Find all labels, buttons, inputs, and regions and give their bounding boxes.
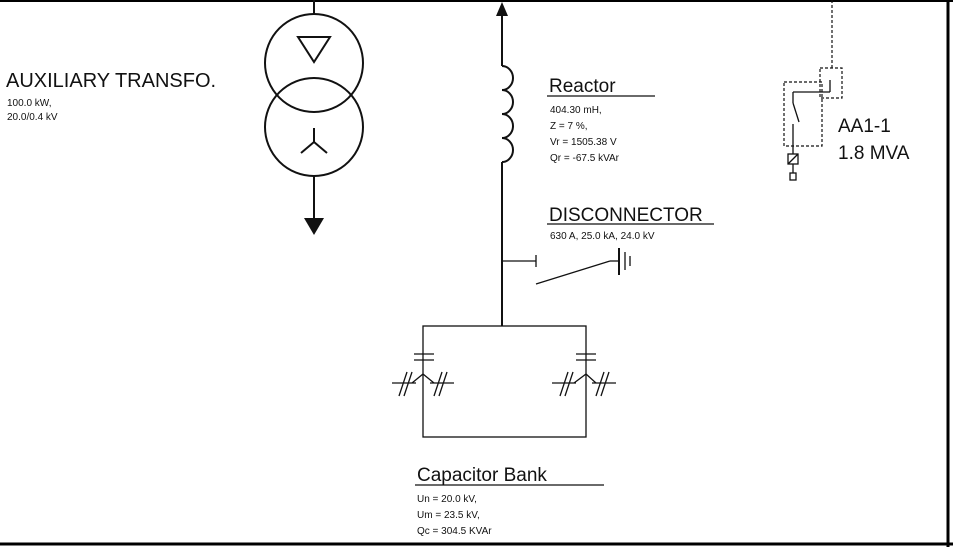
reactor-reactive-power: Qr = -67.5 kVAr bbox=[550, 153, 620, 164]
circuit-breaker-cubicle-icon bbox=[783, 0, 843, 181]
auxiliary-transformer-symbol bbox=[264, 0, 364, 235]
reactor-impedance: Z = 7 %, bbox=[550, 121, 588, 132]
capacitor-right-icon bbox=[552, 371, 616, 397]
earthing-switch-icon bbox=[502, 248, 631, 285]
capacitor-bank-nominal-voltage: Un = 20.0 kV, bbox=[417, 494, 477, 505]
capacitor-left-icon bbox=[392, 371, 454, 397]
arrow-down-icon bbox=[304, 218, 324, 235]
capacitor-bank-symbol bbox=[392, 325, 616, 438]
capacitor-bank-max-voltage: Um = 23.5 kV, bbox=[417, 510, 480, 521]
reactor-title: Reactor bbox=[549, 76, 616, 97]
reactor-coil-icon bbox=[501, 65, 514, 163]
main-feeder-line bbox=[496, 2, 514, 326]
reactor-rated-voltage: Vr = 1505.38 V bbox=[550, 137, 617, 148]
arrow-up-icon bbox=[496, 2, 508, 16]
reactor-inductance: 404.30 mH, bbox=[550, 105, 602, 116]
aux-transformer-power: 100.0 kW, bbox=[7, 98, 51, 109]
aux-transformer-voltage: 20.0/0.4 kV bbox=[7, 112, 58, 123]
wye-winding-icon bbox=[300, 128, 328, 154]
capacitor-bank-reactive-power: Qc = 304.5 KVAr bbox=[417, 526, 492, 537]
feeder-name: AA1-1 bbox=[838, 116, 891, 137]
delta-winding-icon bbox=[296, 36, 332, 64]
disconnector-rating: 630 A, 25.0 kA, 24.0 kV bbox=[550, 231, 655, 242]
feeder-rating: 1.8 MVA bbox=[838, 143, 910, 164]
disconnector-title: DISCONNECTOR bbox=[549, 205, 703, 226]
capacitor-bank-title: Capacitor Bank bbox=[417, 465, 547, 486]
aux-transformer-title: AUXILIARY TRANSFO. bbox=[6, 70, 216, 92]
